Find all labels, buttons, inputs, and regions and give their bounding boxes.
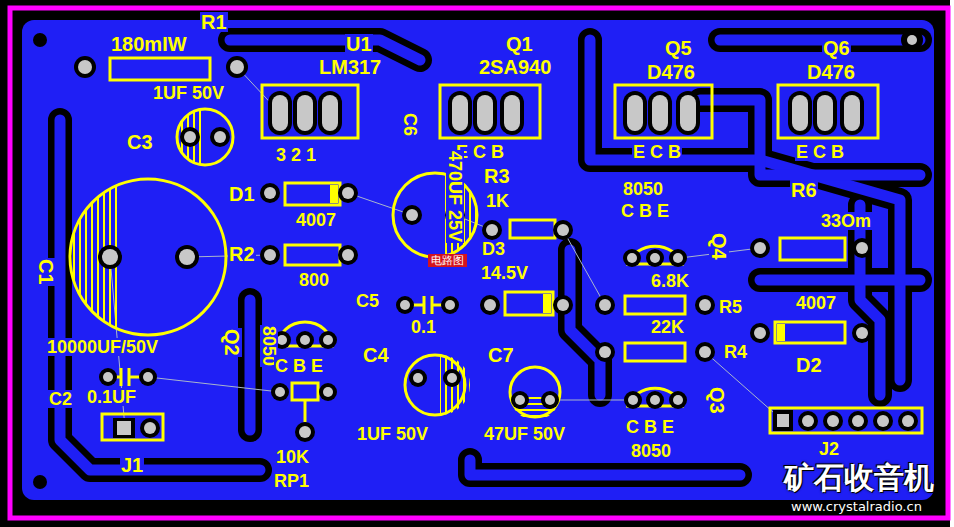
part-value: 0.1 (410, 318, 437, 336)
ref-designator: R1 (200, 12, 228, 32)
pin-names: 3 2 1 (275, 146, 317, 164)
ref-designator: C1 (36, 258, 56, 286)
ref-designator: C6 (401, 112, 419, 137)
part-value: 33Om (820, 212, 872, 230)
ref-designator: R6 (790, 180, 818, 200)
ref-designator: D1 (228, 184, 256, 204)
part-value: D476 (646, 62, 696, 82)
part-value: 10000UF/50V (46, 338, 159, 356)
part-value: 8050 (622, 180, 664, 198)
ref-designator: J2 (818, 440, 840, 458)
part-value: LM317 (318, 57, 382, 77)
ref-designator: D2 (795, 355, 823, 375)
ref-designator: R3 (483, 166, 511, 186)
pin-names: C B E (625, 418, 675, 436)
ref-designator: C2 (48, 390, 73, 408)
part-value: 2SA940 (478, 57, 552, 77)
pin-names: C B E (274, 357, 324, 375)
part-value: 8050 (630, 442, 672, 460)
part-value: 14.5V (480, 264, 529, 282)
part-value: 47UF 50V (483, 425, 566, 443)
ref-designator: J1 (120, 455, 144, 475)
part-value: 470UF 25V (446, 150, 464, 243)
part-value: 1K (485, 192, 510, 210)
ref-designator: Q6 (822, 38, 851, 58)
part-value: 1UF 50V (356, 425, 429, 443)
ref-designator: R4 (723, 343, 748, 361)
part-value: 10K (275, 448, 310, 466)
ref-designator: C7 (487, 345, 515, 365)
ref-designator: Q4 (709, 232, 729, 261)
part-value: 4007 (795, 294, 837, 312)
watermark-title: 矿石收音机 (783, 463, 935, 493)
watermark-tag: 电路图 (428, 254, 467, 267)
part-value: 1UF 50V (152, 84, 225, 102)
pin-names: E C B (795, 143, 845, 161)
ref-designator: D3 (481, 240, 506, 258)
ref-designator: Q1 (505, 34, 534, 54)
part-value: 6.8K (650, 272, 690, 290)
ref-designator: C4 (362, 345, 390, 365)
ref-designator: Q2 (222, 328, 242, 357)
part-value: 180mIW (110, 34, 188, 54)
pin-names: C B E (620, 202, 670, 220)
watermark-url: www.crystalradio.cn (790, 500, 923, 513)
part-value: 4007 (295, 211, 337, 229)
ref-designator: RP1 (273, 472, 310, 490)
ref-designator: Q3 (707, 386, 727, 415)
ref-designator: C3 (126, 132, 154, 152)
ref-designator: R2 (228, 244, 256, 264)
part-value: 800 (298, 271, 330, 289)
pin-names: E C B (632, 143, 682, 161)
ref-designator: C5 (355, 292, 380, 310)
part-value: D476 (806, 62, 856, 82)
ref-designator: U1 (345, 34, 373, 54)
part-value: 22K (650, 318, 685, 336)
ref-designator: Q5 (664, 38, 693, 58)
ref-designator: R5 (718, 298, 743, 316)
part-value: 0.1UF (86, 388, 137, 406)
